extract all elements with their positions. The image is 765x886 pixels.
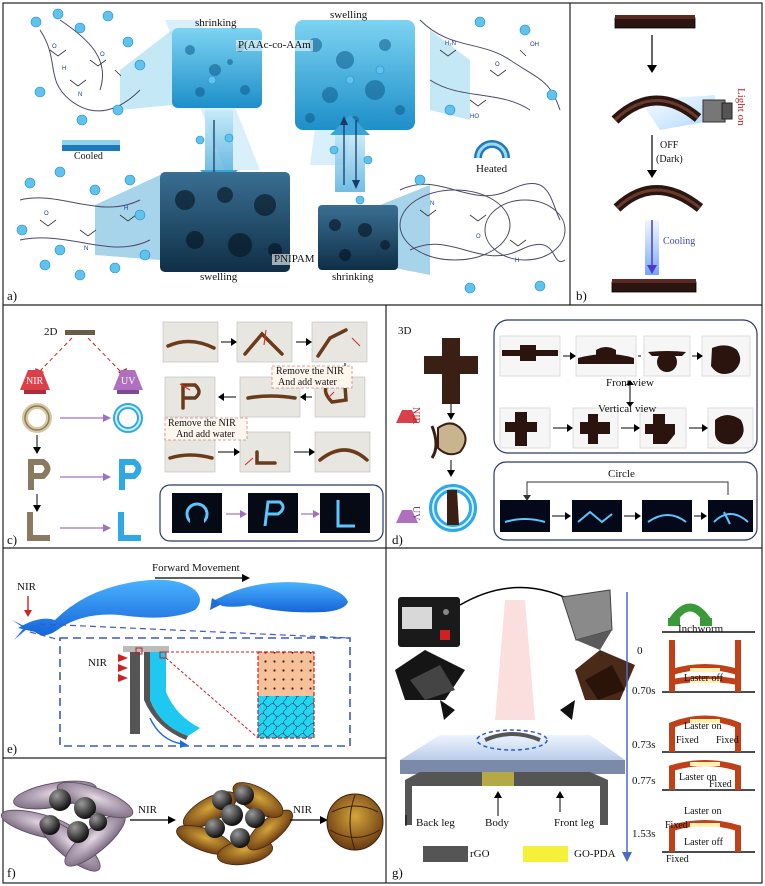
label-e-nir-inset: NIR — [88, 657, 107, 669]
svg-text:O: O — [495, 62, 500, 68]
label-2d: 2D — [44, 326, 58, 338]
label-top-swelling: swelling — [330, 9, 368, 21]
label-laser-off-2: Laster off — [684, 837, 723, 848]
label-front-leg: Front leg — [554, 817, 595, 829]
legend-rgo: rGO — [470, 848, 490, 860]
label-add-water-2: And add water — [176, 429, 235, 440]
svg-text:N: N — [430, 201, 434, 207]
svg-text:N: N — [84, 246, 88, 252]
label-time-073: 0.73s — [632, 739, 656, 751]
label-add-water-1: And add water — [278, 377, 337, 388]
label-bottom-swelling: swelling — [200, 271, 238, 283]
label-3d: 3D — [398, 325, 412, 337]
svg-text:HO: HO — [470, 114, 479, 120]
label-heated: Heated — [476, 163, 508, 175]
panel-label-d: d) — [392, 532, 403, 547]
panel-b-graphics — [611, 15, 733, 293]
label-time-0: 0 — [637, 645, 643, 657]
svg-text:O: O — [100, 52, 105, 58]
label-c-uv: UV — [121, 376, 136, 387]
label-vertical-view: Vertical view — [598, 403, 657, 415]
legend-gopda: GO-PDA — [574, 848, 616, 860]
panel-c-graphics — [20, 321, 384, 542]
label-fixed-1a: Fixed — [676, 735, 699, 746]
label-laser-off-1: Laster off — [684, 673, 723, 684]
panel-label-f: f) — [7, 865, 16, 880]
label-laser-on-3: Laster on — [684, 806, 722, 817]
label-remove-nir-2: Remove the NIR — [168, 418, 236, 429]
panel-g-graphics — [395, 586, 755, 862]
label-time-153: 1.53s — [632, 828, 656, 840]
panel-label-b: b) — [576, 288, 587, 303]
panel-label-g: g) — [392, 865, 403, 880]
panel-label-c: c) — [7, 532, 18, 547]
label-top-shrinking: shrinking — [195, 17, 237, 29]
svg-text:O: O — [44, 211, 49, 217]
svg-text:N: N — [78, 92, 82, 98]
panel-label-e: e) — [7, 741, 18, 756]
label-fixed-2: Fixed — [709, 779, 732, 790]
svg-text:O: O — [476, 234, 481, 240]
panel-f-graphics — [0, 780, 384, 872]
label-circle: Circle — [608, 468, 635, 480]
label-dark: (Dark) — [656, 154, 683, 165]
label-cooling: Cooling — [663, 236, 696, 247]
label-front-view: Front view — [606, 377, 654, 389]
label-f-nir-2: NIR — [293, 804, 312, 816]
label-c-nir: NIR — [26, 376, 44, 387]
svg-text:OH: OH — [530, 42, 539, 48]
label-body: Body — [485, 817, 509, 829]
label-remove-nir-1: Remove the NIR — [276, 366, 344, 377]
svg-text:H: H — [62, 66, 66, 72]
label-time-070: 0.70s — [632, 685, 656, 697]
label-f-nir-1: NIR — [138, 804, 157, 816]
label-forward-movement: Forward Movement — [152, 562, 240, 574]
label-fixed-1b: Fixed — [716, 735, 739, 746]
label-fixed-3: Fixed — [665, 820, 688, 831]
label-laser-on-2: Laster on — [679, 772, 717, 783]
label-d-uv: UV — [410, 506, 421, 521]
label-light-on: Light on — [735, 88, 747, 126]
svg-text:O: O — [52, 44, 57, 50]
svg-text:H: H — [124, 206, 128, 212]
label-laser-on-1: Laster on — [684, 721, 722, 732]
label-back-leg: Back leg — [416, 817, 455, 829]
label-copolymer: P(AAc-co-AAm — [236, 39, 313, 51]
label-pnipam: PNIPAM — [272, 253, 317, 265]
label-inchworm: Inchworm — [678, 623, 724, 635]
panel-label-a: a) — [7, 288, 18, 303]
label-fixed-4: Fixed — [666, 854, 689, 865]
label-cooled: Cooled — [74, 151, 103, 162]
label-bottom-shrinking: shrinking — [332, 271, 374, 283]
svg-text:H: H — [515, 258, 519, 264]
panel-e-graphics — [12, 574, 351, 748]
panel-d-graphics — [396, 319, 758, 541]
svg-text:H₂N: H₂N — [445, 41, 456, 47]
label-time-077: 0.77s — [632, 775, 656, 787]
label-e-nir: NIR — [17, 581, 36, 593]
label-off: OFF — [660, 140, 679, 151]
label-d-nir: NIR — [410, 407, 421, 425]
